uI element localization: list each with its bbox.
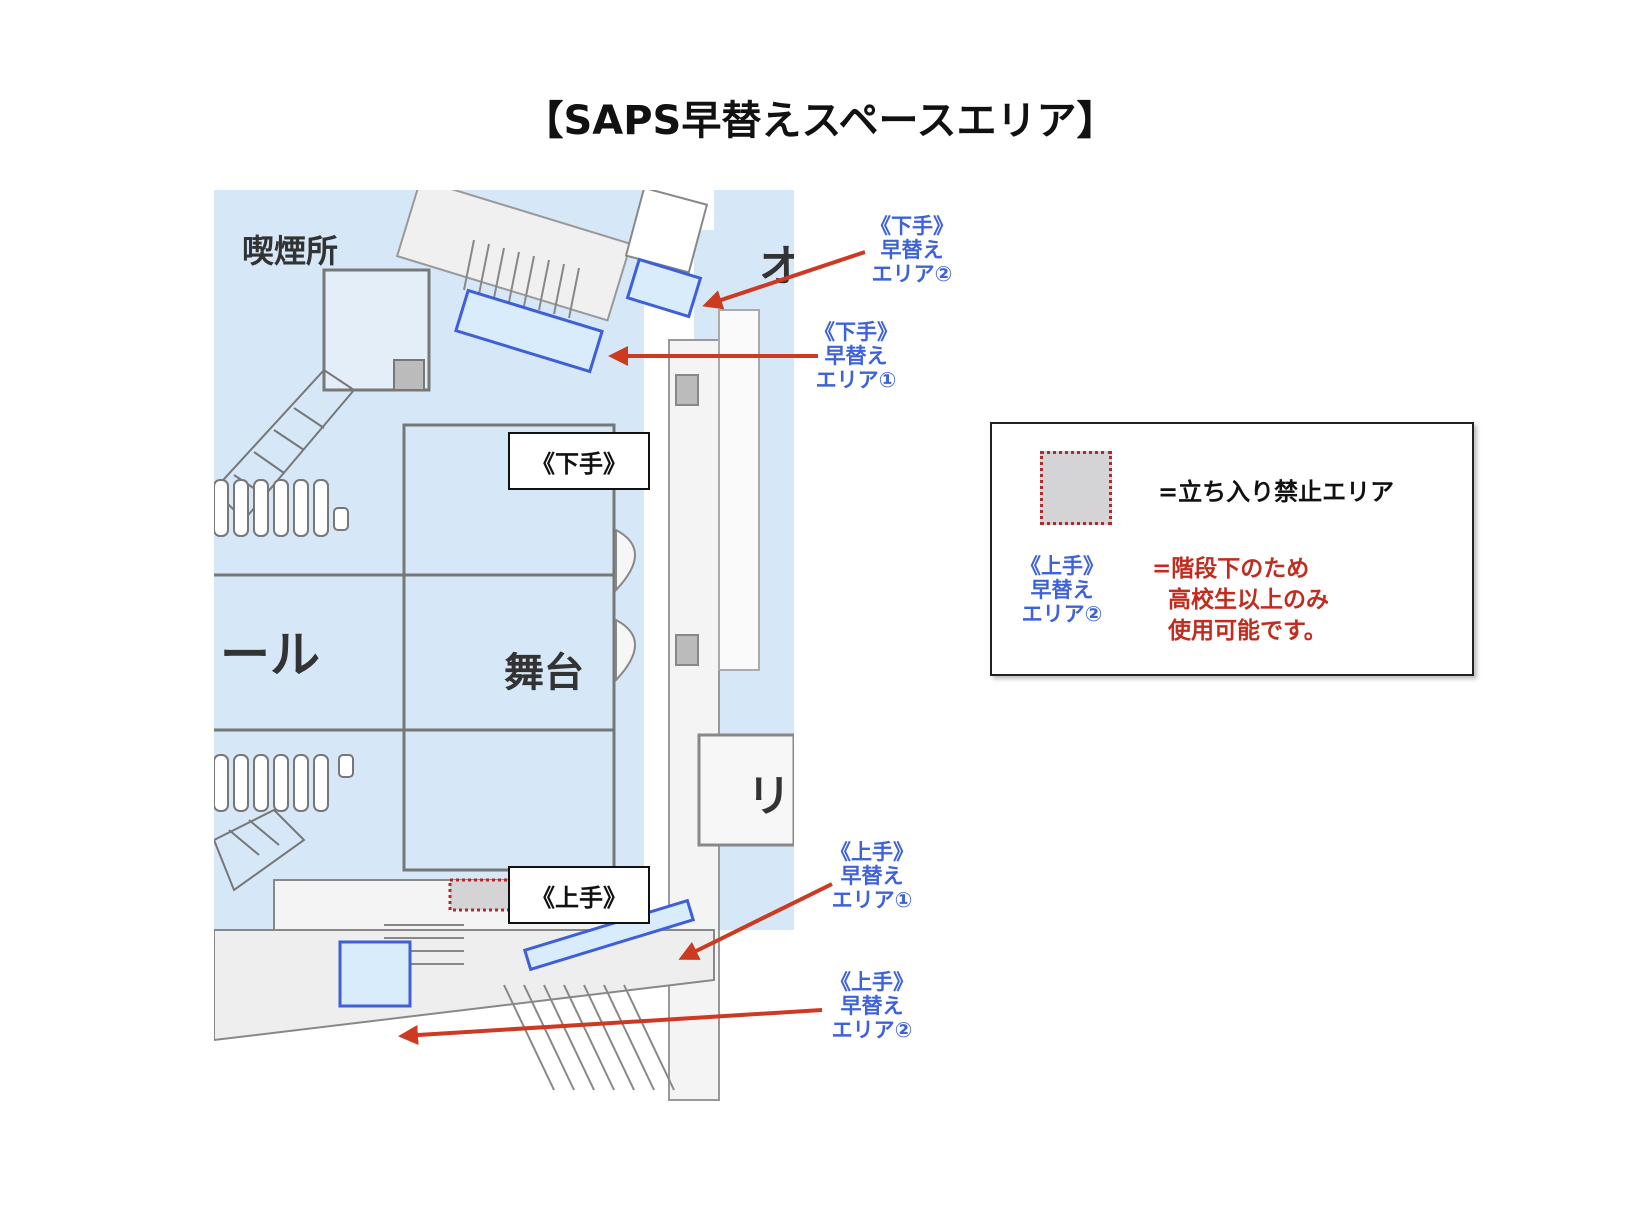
shimote-label: 《下手》 (508, 432, 650, 490)
stairs-lower-left (214, 808, 306, 892)
callout-kamite-area1: 《上手》 早替え エリア① (830, 840, 914, 912)
callout-line: エリア② (831, 1018, 913, 1042)
callout-shimote-area1: 《下手》 早替え エリア① (814, 320, 898, 392)
callout-line: エリア② (1021, 602, 1103, 626)
callout-line: 《上手》 (830, 970, 914, 994)
floor-top-right (714, 190, 794, 320)
callout-line: エリア① (831, 888, 913, 912)
floor-plan-map: 喫煙所 舞台 ール オ リ (214, 190, 794, 1160)
map-label-right: リ (747, 771, 791, 822)
callout-line: 早替え (840, 864, 904, 888)
map-label-stage: 舞台 (504, 650, 584, 696)
callout-shimote-area2: 《下手》 早替え エリア② (870, 214, 954, 286)
callout-line: エリア① (815, 368, 897, 392)
arrow-kamite-area1 (678, 882, 833, 960)
shimote-area1-box (454, 288, 604, 374)
kamite-area2-box (338, 940, 412, 1008)
map-label-smoking-room: 喫煙所 (242, 232, 339, 270)
corridor-right-inner (718, 309, 760, 671)
floor-plan-drawing (214, 190, 794, 1101)
callout-line: エリア② (871, 262, 953, 286)
legend-note-line: =階段下のため (1152, 556, 1310, 582)
stairs-bottom-left (384, 924, 464, 965)
callout-line: 《上手》 (1020, 554, 1104, 578)
seat-rows-lower (214, 754, 354, 812)
arrow-kamite-area2 (398, 1008, 823, 1045)
legend-box: =立ち入り禁止エリア 《上手》 早替え エリア② =階段下のため 高校生以上のみ… (990, 422, 1474, 676)
legend-note-line: 使用可能です。 (1168, 618, 1327, 644)
callout-line: 早替え (840, 994, 904, 1018)
callout-line: 《下手》 (870, 214, 954, 238)
seat-rows-upper (214, 479, 349, 537)
callout-line: 早替え (880, 238, 944, 262)
callout-line: 《上手》 (830, 840, 914, 864)
map-label-hall: ール (220, 626, 320, 684)
legend-note: =階段下のため 高校生以上のみ 使用可能です。 (1152, 554, 1329, 647)
shimote-area2-box (625, 257, 703, 319)
doors-right (615, 374, 699, 683)
arrow-shimote-area2 (702, 250, 866, 310)
stairs-top (463, 239, 580, 319)
callout-line: 早替え (1030, 578, 1094, 602)
room-lower-right (697, 733, 794, 847)
legend-note-line: 高校生以上のみ (1168, 587, 1329, 613)
restricted-swatch (1040, 451, 1112, 525)
callout-kamite-area2: 《上手》 早替え エリア② (830, 970, 914, 1042)
kamite-label: 《上手》 (508, 866, 650, 924)
kamite-area1-box (522, 898, 696, 972)
legend-sample-callout: 《上手》 早替え エリア② (1020, 554, 1104, 626)
callout-line: 《下手》 (814, 320, 898, 344)
room-top-left-inner (393, 359, 425, 391)
callout-line: 早替え (824, 344, 888, 368)
corridor-top (395, 190, 633, 322)
page-title: 【SAPS早替えスペースエリア】 (523, 98, 1117, 144)
legend-restricted-text: =立ち入り禁止エリア (1158, 478, 1395, 506)
stairs-bottom (503, 984, 675, 1091)
